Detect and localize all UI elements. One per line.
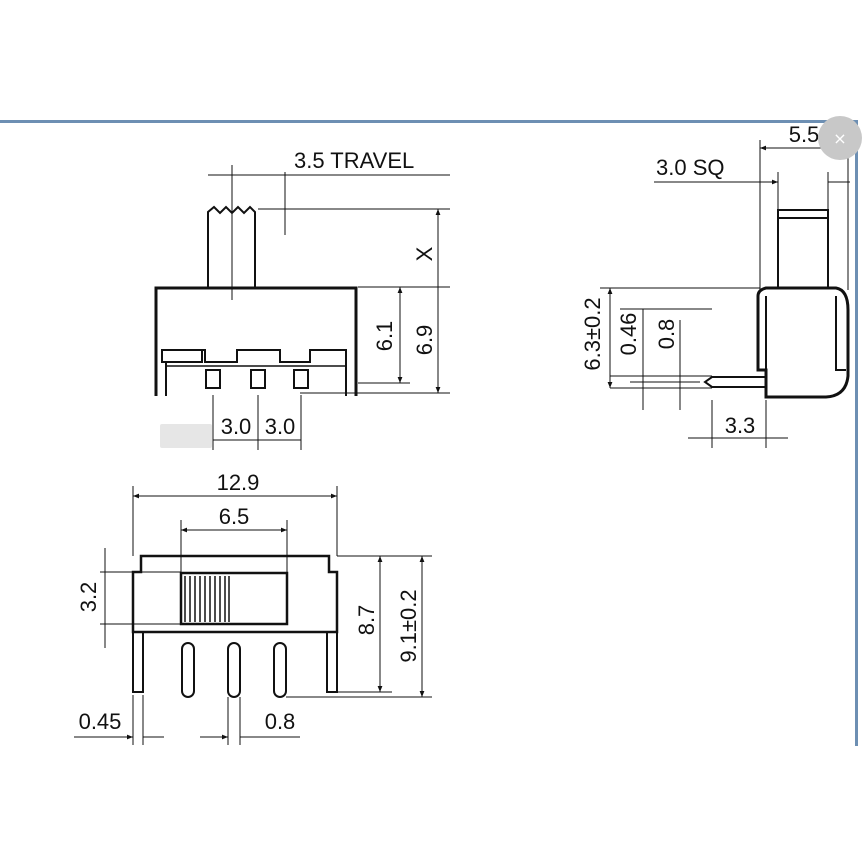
- mount-leg-left: [132, 631, 144, 693]
- dim-8-7: 8.7: [354, 605, 379, 636]
- dim-0-8-top: 0.8: [265, 709, 296, 734]
- dim-0-8-end: 0.8: [654, 319, 679, 350]
- side-view-dimensions: [208, 165, 450, 450]
- dim-12-9: 12.9: [217, 470, 260, 495]
- blurred-label: [160, 424, 212, 448]
- pin-right: [293, 369, 309, 389]
- pin-mid: [250, 369, 266, 389]
- close-icon: ×: [833, 128, 847, 148]
- dim-6-5: 6.5: [219, 504, 250, 529]
- switch-body: [154, 286, 358, 396]
- close-button[interactable]: ×: [818, 116, 862, 160]
- dim-0-46: 0.46: [616, 313, 641, 356]
- slider-grip: [184, 576, 230, 622]
- top-body: [131, 554, 339, 634]
- x-label: X: [412, 246, 437, 261]
- top-pin-1: [181, 642, 195, 698]
- pin-left: [205, 369, 221, 389]
- top-pin-2: [227, 642, 241, 698]
- end-view: [703, 209, 850, 399]
- dim-9-1: 9.1±0.2: [396, 589, 421, 662]
- dim-5-5: 5.5: [789, 122, 820, 147]
- side-view: [154, 205, 358, 396]
- pitch-right: 3.0: [265, 414, 296, 439]
- dim-3-3: 3.3: [725, 413, 756, 438]
- end-view-dimensions: [600, 140, 850, 448]
- dim-6-3: 6.3±0.2: [580, 297, 605, 370]
- actuator-square: [777, 209, 829, 289]
- dim-3-2: 3.2: [76, 582, 101, 613]
- top-view-dimensions: [74, 486, 432, 745]
- mount-leg-right: [326, 631, 338, 693]
- travel-label: 3.5 TRAVEL: [294, 148, 414, 173]
- dim-0-45: 0.45: [79, 709, 122, 734]
- dim-3-0-sq: 3.0 SQ: [656, 155, 724, 180]
- slider-window: [179, 571, 289, 626]
- dim-6-9: 6.9: [412, 325, 437, 356]
- end-body: [756, 286, 850, 399]
- top-pin-3: [273, 642, 287, 698]
- dim-6-1: 6.1: [372, 321, 397, 352]
- bent-pin: [703, 376, 766, 388]
- top-view: [131, 554, 339, 698]
- pitch-left: 3.0: [221, 414, 252, 439]
